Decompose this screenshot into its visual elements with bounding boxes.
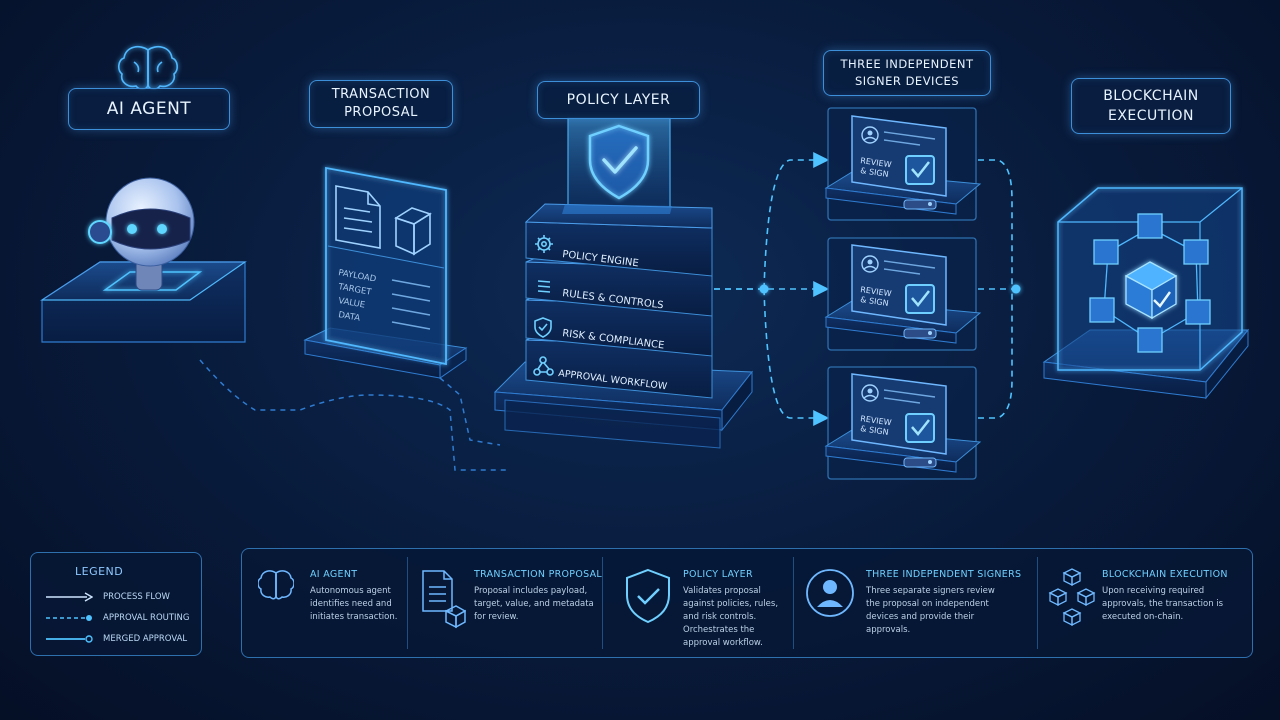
merge-node — [1011, 284, 1021, 294]
info-transaction-proposal: TRANSACTION PROPOSAL Proposal includes p… — [408, 549, 602, 657]
info-ai-agent-desc: Autonomous agent identifies need and ini… — [310, 586, 398, 622]
cube-network-icon — [1048, 568, 1096, 627]
legend: LEGEND PROCESS FLOW APPROVAL ROUTING MER… — [30, 552, 202, 656]
cube-network-icon — [1089, 213, 1211, 353]
signers-title-1: THREE INDEPENDENT — [840, 57, 974, 71]
legend-approval-routing-label: APPROVAL ROUTING — [103, 613, 190, 623]
review-sign-3a: REVIEW — [860, 414, 892, 427]
document-icon — [422, 570, 466, 629]
document-icon — [335, 185, 381, 249]
policy-layer-label: POLICY LAYER — [537, 81, 700, 119]
legend-title: LEGEND — [75, 565, 124, 578]
signer-device-3 — [824, 373, 982, 473]
info-blockchain: BLOCKCHAIN EXECUTION Upon receiving requ… — [1038, 549, 1250, 657]
info-signers-desc: Three separate signers review the propos… — [866, 586, 995, 635]
shield-check-icon — [626, 568, 670, 624]
legend-approval-routing: APPROVAL ROUTING — [45, 611, 190, 625]
legend-process-flow: PROCESS FLOW — [45, 590, 170, 604]
user-icon — [806, 569, 854, 617]
shield-icon — [534, 317, 552, 338]
policy-layer-title: POLICY LAYER — [566, 92, 671, 108]
info-proposal-title: TRANSACTION PROPOSAL — [474, 569, 603, 580]
brain-icon — [258, 570, 294, 600]
signers-label: THREE INDEPENDENT SIGNER DEVICES — [823, 50, 991, 96]
robot-icon — [88, 177, 195, 291]
policy-layer-1 — [524, 203, 713, 277]
transaction-proposal-title-2: PROPOSAL — [344, 105, 418, 120]
legend-merged-approval-label: MERGED APPROVAL — [103, 634, 188, 644]
info-blockchain-title: BLOCKCHAIN EXECUTION — [1102, 569, 1228, 580]
brain-icon — [118, 45, 178, 90]
proposal-fields — [391, 279, 431, 330]
field-value: VALUE — [337, 296, 365, 311]
approval-routing-path-2 — [439, 377, 501, 446]
blockchain-title-1: BLOCKCHAIN — [1103, 88, 1199, 104]
info-panel: AI AGENT Autonomous agent identifies nee… — [241, 548, 1253, 658]
review-sign-1a: REVIEW — [860, 156, 892, 169]
legend-merged-approval: MERGED APPROVAL — [45, 632, 187, 646]
transaction-proposal-title-1: TRANSACTION — [331, 87, 431, 102]
approval-routing-path — [199, 359, 510, 471]
checkbox-icon — [905, 155, 935, 185]
info-blockchain-desc: Upon receiving required approvals, the t… — [1102, 586, 1224, 622]
info-ai-agent-title: AI AGENT — [310, 569, 358, 580]
cube-icon — [394, 207, 432, 256]
info-ai-agent: AI AGENT Autonomous agent identifies nee… — [242, 549, 407, 657]
merge-path-3 — [978, 289, 1013, 419]
review-sign-1b: & SIGN — [860, 166, 889, 179]
ai-agent-title: AI AGENT — [106, 99, 192, 119]
info-proposal-desc: Proposal includes payload, target, value… — [474, 586, 594, 622]
review-sign-2b: & SIGN — [860, 295, 889, 308]
info-policy-desc: Validates proposal against policies, rul… — [683, 586, 779, 648]
field-data: DATA — [337, 310, 360, 324]
signers-title-2: SIGNER DEVICES — [854, 74, 960, 88]
process-flow-symbol — [46, 592, 93, 602]
workflow-icon — [533, 356, 554, 376]
signer-device-2 — [824, 244, 982, 344]
transaction-proposal-label: TRANSACTION PROPOSAL — [309, 80, 453, 128]
info-signers-title: THREE INDEPENDENT SIGNERS — [866, 569, 1022, 580]
signer-device-1 — [824, 115, 982, 215]
blockchain-title-2: EXECUTION — [1108, 108, 1194, 124]
info-policy-layer: POLICY LAYER Validates proposal against … — [603, 549, 793, 657]
proposal-card — [325, 166, 447, 366]
gear-icon — [535, 235, 553, 253]
ai-agent-label: AI AGENT — [68, 88, 230, 130]
merged-approval-symbol — [46, 635, 93, 643]
review-sign-3b: & SIGN — [860, 424, 889, 437]
list-icon — [537, 280, 551, 293]
approval-routing-symbol — [46, 615, 92, 621]
shield-check-icon — [588, 124, 650, 200]
info-signers: THREE INDEPENDENT SIGNERS Three separate… — [794, 549, 1037, 657]
merge-path-1 — [978, 159, 1013, 289]
routing-to-signer-1 — [763, 152, 830, 290]
info-policy-title: POLICY LAYER — [683, 569, 753, 580]
review-sign-2a: REVIEW — [860, 285, 892, 298]
flow-diagram: PAYLOAD TARGET VALUE DATA — [39, 45, 1250, 480]
key-icon — [903, 199, 937, 210]
routing-to-signer-3 — [763, 288, 830, 426]
blockchain-execution-label: BLOCKCHAIN EXECUTION — [1071, 78, 1231, 134]
legend-process-flow-label: PROCESS FLOW — [103, 592, 170, 602]
